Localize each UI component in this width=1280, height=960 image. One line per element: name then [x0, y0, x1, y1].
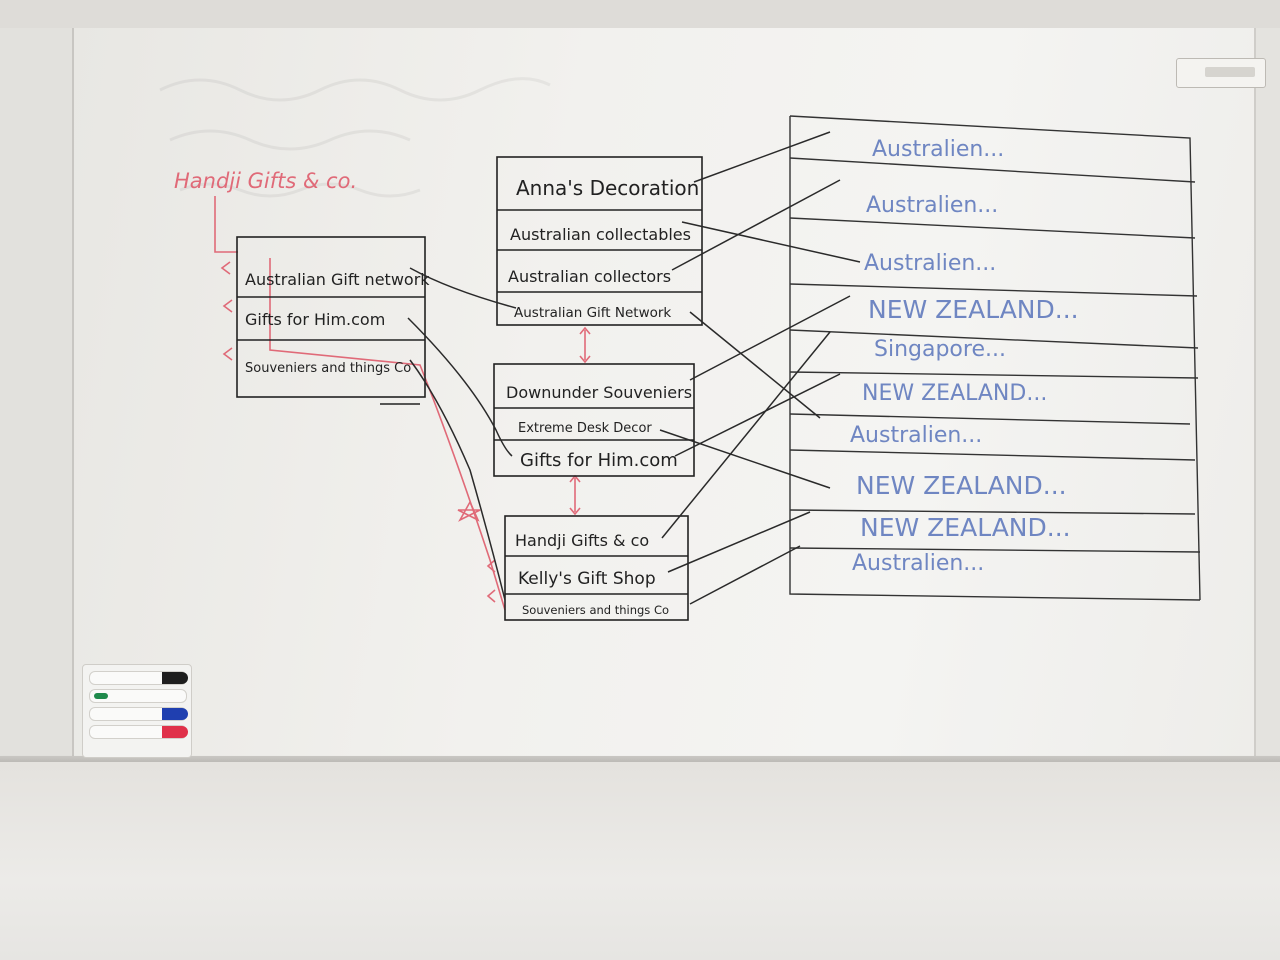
red-marker-cap [162, 726, 188, 738]
wall-left [0, 28, 72, 758]
middle-table-1-frame [496, 156, 703, 326]
middle-table-3-row: Souveniers and things Co [522, 603, 669, 617]
right-table-frame [789, 115, 1201, 601]
middle-table-2-row: Extreme Desk Decor [518, 421, 652, 436]
middle-table-1-row: Australian collectables [510, 225, 691, 244]
adjacent-board-edge [1254, 28, 1280, 758]
green-marker[interactable] [89, 689, 187, 703]
right-table-row: Australien... [866, 193, 998, 218]
right-table-row: NEW ZEALAND... [860, 513, 1071, 542]
left-table-row: Souveniers and things Co [245, 361, 411, 376]
wall-top [0, 0, 1280, 30]
marker-tray-rail [0, 756, 1280, 766]
wall-sensor [1176, 58, 1266, 88]
left-table-frame [236, 236, 426, 405]
middle-table-3-row: Handji Gifts & co [515, 531, 649, 550]
right-table-row: NEW ZEALAND... [856, 471, 1067, 500]
middle-table-2-row: Gifts for Him.com [520, 450, 678, 471]
right-table-row: NEW ZEALAND... [862, 381, 1047, 406]
black-marker[interactable] [89, 671, 188, 685]
connector-lines [407, 131, 861, 605]
wall-below-board [0, 762, 1280, 960]
left-table-row: Australian Gift network [245, 270, 430, 289]
middle-table-1-row: Australian Gift Network [514, 305, 671, 321]
right-table-row: NEW ZEALAND... [868, 295, 1079, 324]
right-table-row: Singapore... [874, 337, 1006, 362]
marker-holder [82, 664, 192, 758]
green-marker-tip [94, 693, 108, 699]
middle-table-1-row: Australian collectors [508, 267, 671, 286]
whiteboard [72, 28, 1256, 758]
red-annotations [214, 196, 591, 611]
red-heading: Handji Gifts & co. [174, 169, 357, 193]
left-table-row: Gifts for Him.com [245, 310, 385, 329]
erased-ghost-writing [159, 77, 551, 198]
middle-table-2-frame [493, 363, 695, 477]
right-table-row: Australien... [850, 423, 982, 448]
right-table-row: Australien... [852, 551, 984, 576]
blue-marker-cap [162, 708, 188, 720]
right-table-row: Australien... [872, 137, 1004, 162]
middle-table-2-row: Downunder Souveniers [506, 383, 692, 402]
red-marker[interactable] [89, 725, 188, 739]
black-marker-cap [162, 672, 188, 684]
middle-table-3-row: Kelly's Gift Shop [518, 569, 656, 589]
blue-marker[interactable] [89, 707, 188, 721]
right-table-rows: Australien... Australien... Australien..… [850, 137, 1079, 576]
middle-table-1-row: Anna's Decoration [516, 176, 699, 200]
middle-table-3-frame [504, 515, 689, 621]
right-table-row: Australien... [864, 251, 996, 276]
